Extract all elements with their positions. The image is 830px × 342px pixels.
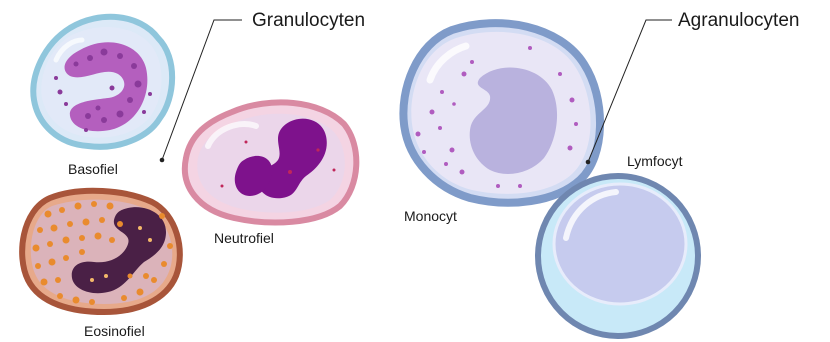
eosinophil-cell [22,191,180,312]
monocyte-cell [403,23,600,203]
basophil-cell [33,17,172,147]
agranulocytes-label: Agranulocyten [678,10,799,31]
monocyte-nucleus [470,68,557,174]
agranulocytes-callout-dot [586,160,591,165]
neutrophil-cell [185,102,356,222]
lymphocyte-cell [538,176,698,336]
lymphocyte-label: Lymfocyt [627,153,683,169]
neutrophil-label: Neutrofiel [214,230,274,246]
lymphocyte-nucleus [554,184,686,304]
basophil-label: Basofiel [68,161,118,177]
eosinophil-label: Eosinofiel [84,323,145,339]
granulocytes-label: Granulocyten [252,10,365,31]
granulocytes-callout-dot [160,158,165,163]
monocyte-label: Monocyt [404,208,457,224]
